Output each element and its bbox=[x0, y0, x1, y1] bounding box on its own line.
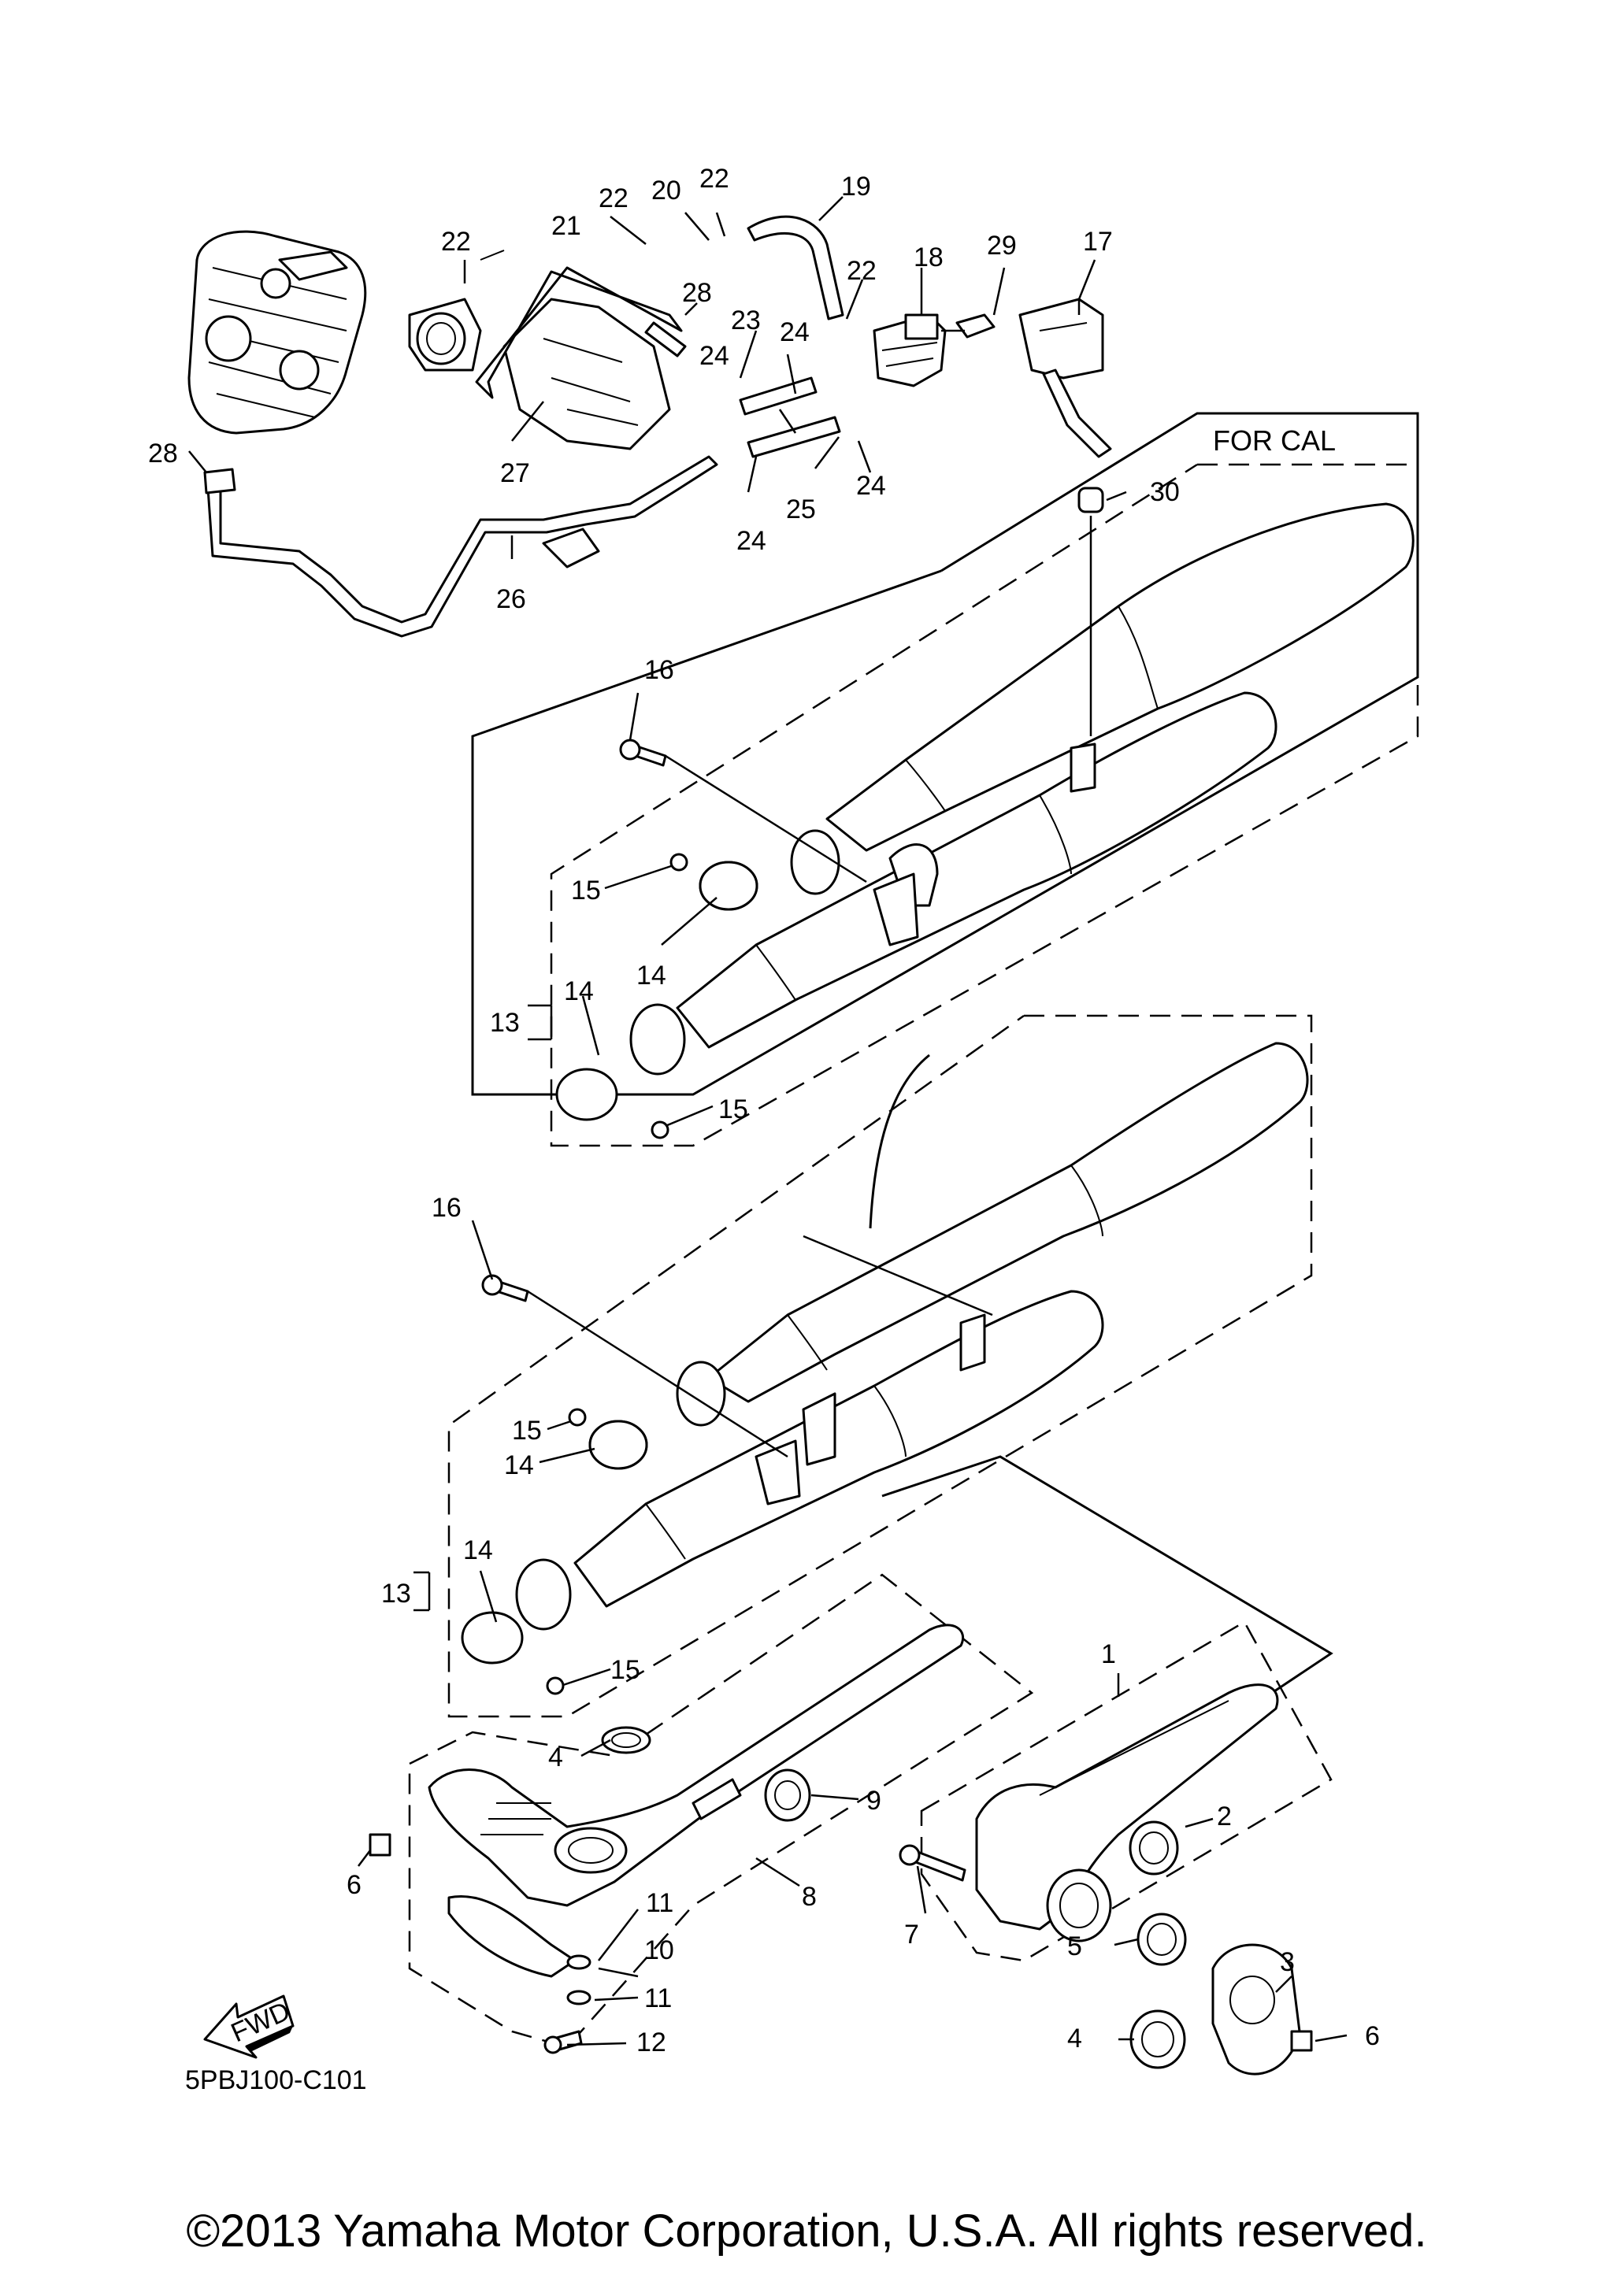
callout-24: 24 bbox=[736, 526, 766, 556]
callout-28: 28 bbox=[148, 439, 178, 468]
callout-14: 14 bbox=[463, 1535, 493, 1565]
reed-valve-housing bbox=[1018, 298, 1112, 458]
std-muffler-box bbox=[447, 1014, 1313, 1718]
callout-6: 6 bbox=[347, 1870, 362, 1900]
air-cut-valve bbox=[873, 313, 947, 387]
std-wedge bbox=[869, 1054, 930, 1229]
callout-11: 11 bbox=[644, 1983, 672, 2013]
callout-7: 7 bbox=[904, 1920, 919, 1950]
air-cleaner-joint bbox=[408, 298, 482, 372]
callout-22: 22 bbox=[847, 256, 877, 286]
callout-15: 15 bbox=[571, 876, 601, 905]
callout-14: 14 bbox=[564, 976, 594, 1006]
callout-24: 24 bbox=[699, 341, 729, 371]
callout-15: 15 bbox=[610, 1655, 640, 1685]
callout-10: 10 bbox=[644, 1935, 674, 1965]
callout-20: 20 bbox=[651, 176, 681, 206]
bracket-frame-27 bbox=[475, 266, 683, 399]
callout-15: 15 bbox=[718, 1094, 748, 1124]
copyright-notice: ©2013 Yamaha Motor Corporation, U.S.A. A… bbox=[186, 2205, 1427, 2257]
callout-1: 1 bbox=[1101, 1639, 1116, 1669]
callout-14: 14 bbox=[636, 961, 666, 991]
callout-24: 24 bbox=[780, 317, 810, 347]
for-cal-label: FOR CAL bbox=[1213, 424, 1336, 457]
callout-28: 28 bbox=[682, 278, 712, 308]
callout-3: 3 bbox=[1280, 1947, 1295, 1977]
callout-13: 13 bbox=[381, 1579, 411, 1609]
callout-25: 25 bbox=[786, 494, 816, 524]
callout-27: 27 bbox=[500, 458, 530, 488]
callout-12: 12 bbox=[636, 2028, 666, 2057]
callout-13: 13 bbox=[490, 1008, 520, 1038]
exhaust-pipe-front bbox=[428, 1624, 964, 1978]
diagram-code: 5PBJ100-C101 bbox=[185, 2065, 367, 2095]
callout-22: 22 bbox=[599, 183, 629, 213]
pipe-box-8 bbox=[408, 1573, 1034, 2049]
pipe-26 bbox=[206, 455, 718, 638]
muffler-lower-cal bbox=[676, 691, 1277, 1049]
callout-6: 6 bbox=[1365, 2021, 1380, 2051]
callout-22: 22 bbox=[699, 164, 729, 194]
callout-2: 2 bbox=[1217, 1802, 1232, 1831]
pipe-box-1 bbox=[920, 1620, 1333, 1962]
fitting-28 bbox=[203, 468, 236, 494]
callout-30: 30 bbox=[1150, 477, 1180, 507]
hoses bbox=[480, 215, 996, 458]
muffler-upper-cal bbox=[825, 502, 1415, 852]
for-cal-muffler-box bbox=[550, 463, 1419, 1147]
leader-lines bbox=[188, 196, 1348, 2046]
callout-5: 5 bbox=[1067, 1931, 1082, 1961]
callout-9: 9 bbox=[866, 1786, 881, 1816]
callout-21: 21 bbox=[551, 211, 581, 241]
callout-8: 8 bbox=[802, 1882, 817, 1912]
exhaust-pipe-rear bbox=[975, 1683, 1279, 1942]
fwd-arrow-icon: FWD bbox=[203, 1994, 295, 2059]
air-filter-cover bbox=[502, 298, 671, 450]
callout-15: 15 bbox=[512, 1416, 542, 1446]
muffler-upper-std bbox=[707, 1042, 1309, 1403]
callout-24: 24 bbox=[856, 471, 886, 501]
callout-14: 14 bbox=[504, 1450, 534, 1480]
callout-23: 23 bbox=[731, 306, 761, 335]
callout-16: 16 bbox=[432, 1193, 462, 1223]
muffler-lower-std bbox=[573, 1290, 1104, 1608]
callout-29: 29 bbox=[987, 231, 1017, 261]
for-cal-frame bbox=[471, 412, 1419, 1096]
muffler-joints-cal bbox=[629, 487, 1104, 1076]
callout-4: 4 bbox=[1067, 2024, 1082, 2053]
part-labels: 1 2 3 4 4 5 6 6 7 8 9 10 11 11 12 13 13 … bbox=[148, 164, 1380, 2057]
callout-18: 18 bbox=[914, 243, 944, 272]
callout-26: 26 bbox=[496, 584, 526, 614]
callout-19: 19 bbox=[841, 172, 871, 202]
callout-4: 4 bbox=[548, 1742, 563, 1772]
small-parts bbox=[369, 1726, 1313, 2076]
callout-17: 17 bbox=[1083, 227, 1113, 257]
pipe-clamp bbox=[542, 528, 600, 568]
callout-11: 11 bbox=[646, 1888, 673, 1918]
callout-22: 22 bbox=[441, 227, 471, 257]
engine-cylinder-head bbox=[187, 230, 367, 435]
callout-16: 16 bbox=[644, 655, 674, 685]
